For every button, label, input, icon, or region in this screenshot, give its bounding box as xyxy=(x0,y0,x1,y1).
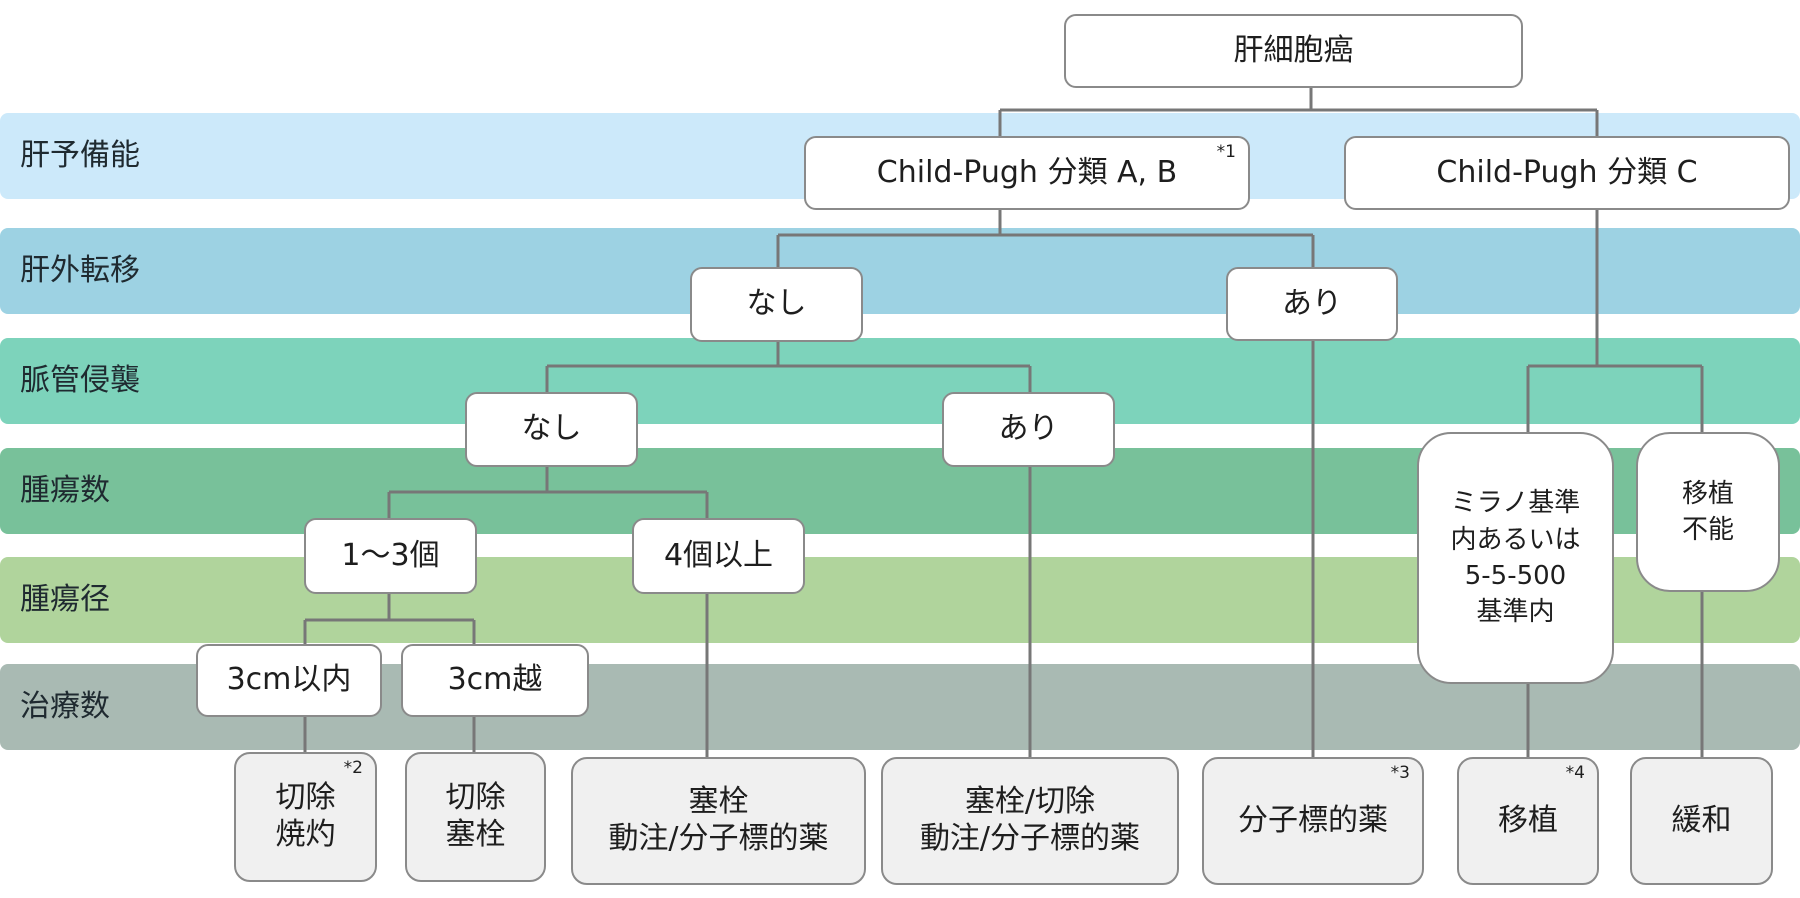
node-transplant-ineligible: 移植 不能 xyxy=(1636,432,1780,592)
treatment-embolization-resection: 塞栓/切除 動注/分子標的薬 xyxy=(881,757,1179,885)
footnote-marker-4: *4 xyxy=(1565,763,1585,783)
treatment-resection-embolization: 切除 塞栓 xyxy=(405,752,546,882)
treatment-palliative: 緩和 xyxy=(1630,757,1773,885)
row-label-count: 腫瘍数 xyxy=(20,473,110,508)
node-hcc: 肝細胞癌 xyxy=(1064,14,1523,88)
footnote-marker-1: *1 xyxy=(1216,142,1236,162)
row-label-treat: 治療数 xyxy=(20,689,110,724)
node-vascular-none: なし xyxy=(465,392,638,467)
node-metastasis-present: あり xyxy=(1226,267,1398,341)
row-label-meta: 肝外転移 xyxy=(20,253,140,288)
node-vascular-present: あり xyxy=(942,392,1115,467)
footnote-marker-3: *3 xyxy=(1390,763,1410,783)
row-band-meta xyxy=(0,228,1800,314)
node-tumor-count-1-3: 1〜3個 xyxy=(304,518,477,594)
node-tumor-count-4plus: 4個以上 xyxy=(632,518,805,594)
treatment-transplant: 移植*4 xyxy=(1457,757,1599,885)
row-label-vasc: 脈管侵襲 xyxy=(20,363,140,398)
treatment-embolization-infusion: 塞栓 動注/分子標的薬 xyxy=(571,757,866,885)
row-band-vasc xyxy=(0,338,1800,424)
treatment-resection-ablation: 切除 焼灼*2 xyxy=(234,752,377,882)
row-label-size: 腫瘍径 xyxy=(20,582,110,617)
node-size-over-3cm: 3cm越 xyxy=(401,644,589,717)
footnote-marker-2: *2 xyxy=(343,758,363,778)
node-child-pugh-ab: Child-Pugh 分類 A, B*1 xyxy=(804,136,1250,210)
node-metastasis-none: なし xyxy=(690,267,863,342)
node-child-pugh-c: Child-Pugh 分類 C xyxy=(1344,136,1790,210)
treatment-molecular-targeted: 分子標的薬*3 xyxy=(1202,757,1424,885)
node-size-3cm-within: 3cm以内 xyxy=(196,644,382,717)
node-milan-criteria: ミラノ基準 内あるいは 5-5-500 基準内 xyxy=(1417,432,1614,684)
row-label-liver: 肝予備能 xyxy=(20,138,140,173)
